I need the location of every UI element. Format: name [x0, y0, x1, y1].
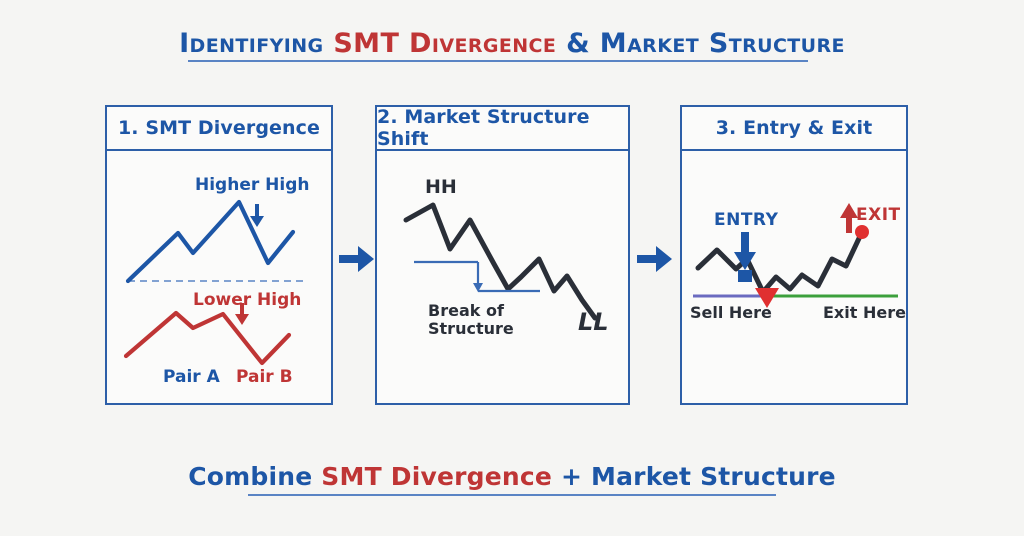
label-exit-here: Exit Here: [823, 303, 906, 322]
panel2-header: 2. Market Structure Shift: [377, 106, 628, 151]
panel2-title: 2. Market Structure Shift: [377, 106, 590, 150]
pair-b-line: [123, 310, 292, 366]
entry-arrow-icon: [734, 232, 756, 282]
title-part-market-structure: & Market Structure: [556, 28, 845, 59]
panel-smt-divergence[interactable]: 1. SMT Divergence: [105, 105, 333, 405]
panel1-header: 1. SMT Divergence: [107, 107, 331, 151]
label-entry: ENTRY: [714, 210, 779, 230]
label-pair-b: Pair B: [236, 367, 293, 387]
caption-part-combine: Combine: [188, 462, 322, 491]
sell-triangle-marker: [755, 288, 779, 308]
caption-part-smt-divergence: SMT Divergence: [321, 462, 553, 491]
break-of-structure-arrow-icon: [473, 262, 483, 292]
label-sell-here: Sell Here: [690, 303, 772, 322]
caption-underline: [248, 494, 776, 496]
label-exit: EXIT: [856, 205, 901, 225]
label-ll: LL: [578, 308, 609, 336]
panel-market-structure-shift[interactable]: 2. Market Structure Shift: [375, 105, 630, 405]
arrow-panel1-to-panel2: [339, 246, 374, 272]
market-structure-line: [403, 202, 598, 321]
exit-arrow-icon: [840, 203, 858, 233]
title-underline: [188, 60, 808, 62]
label-lower-high: Lower High: [193, 290, 302, 310]
label-pair-a: Pair A: [163, 367, 220, 387]
entry-exit-price-line: [695, 229, 865, 295]
higher-high-arrow-icon: [250, 204, 264, 227]
panel3-title: 3. Entry & Exit: [715, 117, 873, 139]
lower-high-arrow-icon: [235, 303, 249, 325]
caption-part-market-structure: + Market Structure: [552, 462, 836, 491]
panel-entry-exit[interactable]: 3. Entry & Exit: [680, 105, 908, 405]
page-title: Identifying SMT Divergence & Market Stru…: [0, 28, 1024, 59]
title-part-identifying: Identifying: [179, 28, 334, 59]
exit-dot-marker: [855, 225, 869, 239]
label-break-of-structure-line1: Break of: [428, 301, 504, 320]
bottom-caption: Combine SMT Divergence + Market Structur…: [0, 462, 1024, 491]
pair-a-line: [125, 199, 296, 284]
label-hh: HH: [425, 176, 457, 198]
title-part-smt-divergence: SMT Divergence: [333, 28, 557, 59]
panel3-header: 3. Entry & Exit: [682, 107, 906, 151]
label-higher-high: Higher High: [195, 175, 310, 195]
panel1-title: 1. SMT Divergence: [117, 117, 320, 139]
arrow-panel2-to-panel3: [637, 246, 672, 272]
label-break-of-structure-line2: Structure: [428, 319, 514, 338]
